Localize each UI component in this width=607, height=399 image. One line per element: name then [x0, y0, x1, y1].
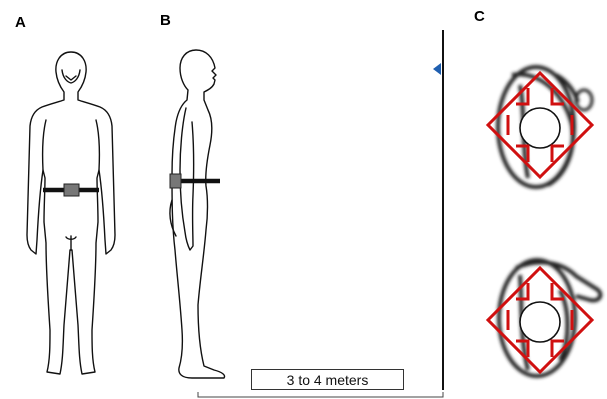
- target-marker-icon: [433, 63, 441, 75]
- panel-label-a: A: [15, 14, 26, 31]
- figure-back-view: [27, 52, 115, 374]
- panel-label-c: C: [474, 8, 485, 25]
- figure-side-view: [170, 50, 225, 378]
- distance-label-box: 3 to 4 meters: [251, 369, 404, 390]
- head-top-view-upper: [488, 67, 592, 187]
- sensor-b: [170, 174, 181, 188]
- distance-bracket: [198, 392, 443, 397]
- distance-label: 3 to 4 meters: [287, 372, 369, 388]
- sensor-a: [64, 184, 79, 196]
- head-top-view-lower: [488, 260, 600, 376]
- panel-label-b: B: [160, 12, 171, 29]
